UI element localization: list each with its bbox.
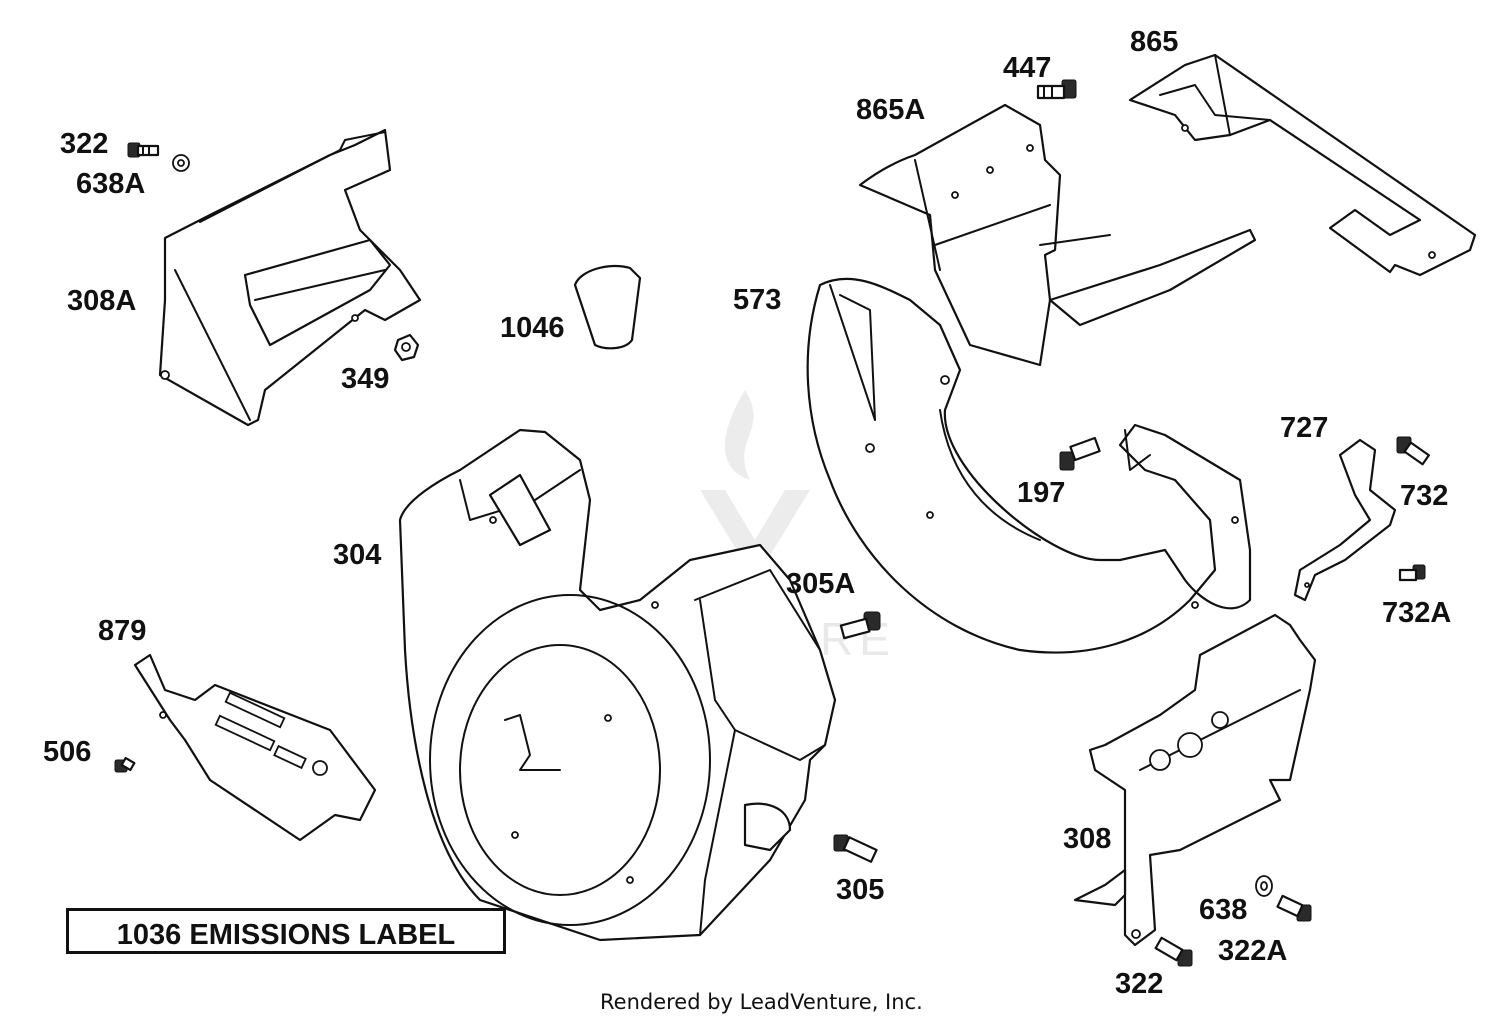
callout-573[interactable]: 573 (733, 284, 782, 316)
footer-credit: Rendered by LeadVenture, Inc. (600, 990, 923, 1014)
part-727-strap[interactable] (1293, 438, 1397, 602)
part-447-bolt[interactable] (1036, 79, 1077, 100)
part-322-bolt-top[interactable] (127, 142, 160, 158)
part-305a-bolt[interactable] (839, 611, 881, 640)
callout-732[interactable]: 732 (1400, 480, 1449, 512)
part-322-bolt-bottom[interactable] (1154, 936, 1193, 967)
callout-305a[interactable]: 305A (786, 568, 856, 600)
callout-865[interactable]: 865 (1130, 26, 1179, 58)
callout-727[interactable]: 727 (1280, 412, 1329, 444)
part-573-backplate[interactable] (806, 277, 1252, 654)
emissions-label-text: 1036 EMISSIONS LABEL (116, 919, 456, 951)
callout-879[interactable]: 879 (98, 615, 147, 647)
part-322a-bolt[interactable] (1276, 894, 1312, 922)
part-865-bracket[interactable] (1128, 53, 1477, 277)
part-308a-shroud[interactable] (158, 128, 422, 427)
callout-349[interactable]: 349 (341, 363, 390, 395)
callout-638[interactable]: 638 (1199, 894, 1248, 926)
part-879-plate[interactable] (133, 653, 377, 842)
part-304-blower-housing[interactable] (398, 428, 837, 942)
part-1046-pad[interactable] (573, 264, 642, 350)
callout-1046[interactable]: 1046 (500, 312, 565, 344)
part-732a-bolt[interactable] (1398, 564, 1426, 582)
callout-865a[interactable]: 865A (856, 94, 926, 126)
part-197-bolt[interactable] (1059, 436, 1101, 471)
callout-732a[interactable]: 732A (1382, 597, 1452, 629)
callout-322-top[interactable]: 322 (60, 128, 109, 160)
callout-308a[interactable]: 308A (67, 285, 137, 317)
callout-304[interactable]: 304 (333, 539, 382, 571)
callout-638a[interactable]: 638A (76, 168, 146, 200)
part-308-shroud[interactable] (1073, 613, 1317, 947)
callout-308[interactable]: 308 (1063, 823, 1112, 855)
part-638-washer[interactable] (1255, 875, 1273, 897)
part-305-bolt[interactable] (833, 834, 878, 863)
part-349-nut[interactable] (393, 333, 420, 362)
callout-322a[interactable]: 322A (1218, 935, 1288, 967)
callout-447[interactable]: 447 (1003, 52, 1052, 84)
callout-322-bottom[interactable]: 322 (1115, 968, 1164, 1000)
part-865a-cover[interactable] (858, 103, 1257, 367)
part-638a-lockwasher[interactable] (172, 154, 190, 172)
leadventure-watermark-logo-icon (700, 390, 810, 580)
callout-506[interactable]: 506 (43, 736, 92, 768)
callout-305[interactable]: 305 (836, 874, 885, 906)
emissions-label-box[interactable]: 1036 EMISSIONS LABEL (66, 908, 506, 954)
callout-197[interactable]: 197 (1017, 477, 1066, 509)
part-732-bolt[interactable] (1396, 436, 1430, 466)
part-506-screw[interactable] (114, 756, 136, 773)
